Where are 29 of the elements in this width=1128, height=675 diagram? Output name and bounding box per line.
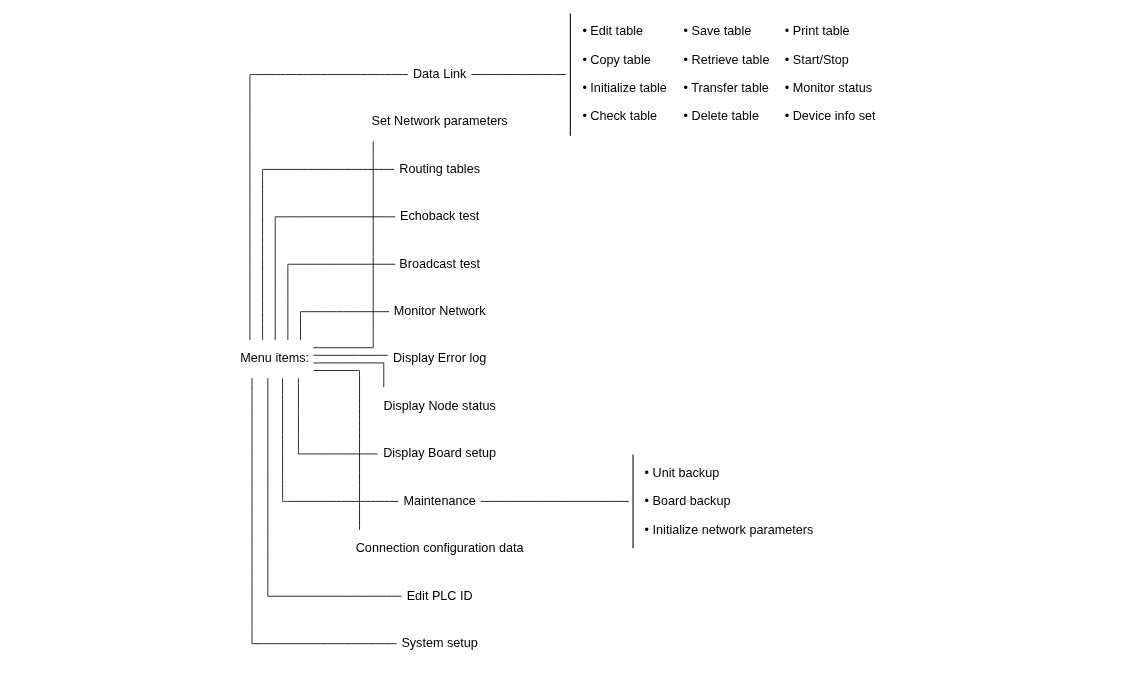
connector — [282, 377, 399, 502]
connector — [312, 140, 374, 349]
connector — [287, 263, 396, 341]
connector — [312, 354, 389, 356]
connector — [471, 74, 567, 75]
connector — [251, 377, 397, 645]
node-text: Broadcast test — [399, 256, 480, 271]
connector — [274, 216, 396, 341]
connector — [313, 370, 360, 531]
node-text: Display Node status — [383, 398, 496, 413]
node-text: • Edit table • Save table • Print table • Copy table • Retrieve table • Start/Stop • Initialize table • Transfer table • Monitor status • Check table • Delete table • Device info set — [582, 24, 876, 124]
node-text: Menu items: — [240, 351, 310, 366]
node-text: Routing tables — [399, 161, 480, 176]
connector — [297, 377, 379, 455]
node-text: Display Board setup — [383, 446, 497, 461]
node-text: Connection configuration data — [355, 541, 524, 556]
node-text: • Unit backup • Board backup • Initialize network parameters — [644, 465, 814, 537]
connector — [262, 168, 395, 341]
node-text: Monitor Network — [393, 303, 486, 318]
connector — [480, 500, 630, 502]
connector — [249, 74, 409, 341]
node-text: Echoback test — [399, 209, 480, 224]
node-text: Data Link — [412, 66, 467, 81]
node-text: Display Error log — [392, 351, 487, 366]
node-text: Maintenance — [403, 493, 476, 508]
connector — [300, 311, 390, 341]
node-text: System setup — [401, 635, 478, 650]
node-text: Set Network parameters — [371, 114, 508, 129]
node-text: Edit PLC ID — [406, 588, 473, 603]
